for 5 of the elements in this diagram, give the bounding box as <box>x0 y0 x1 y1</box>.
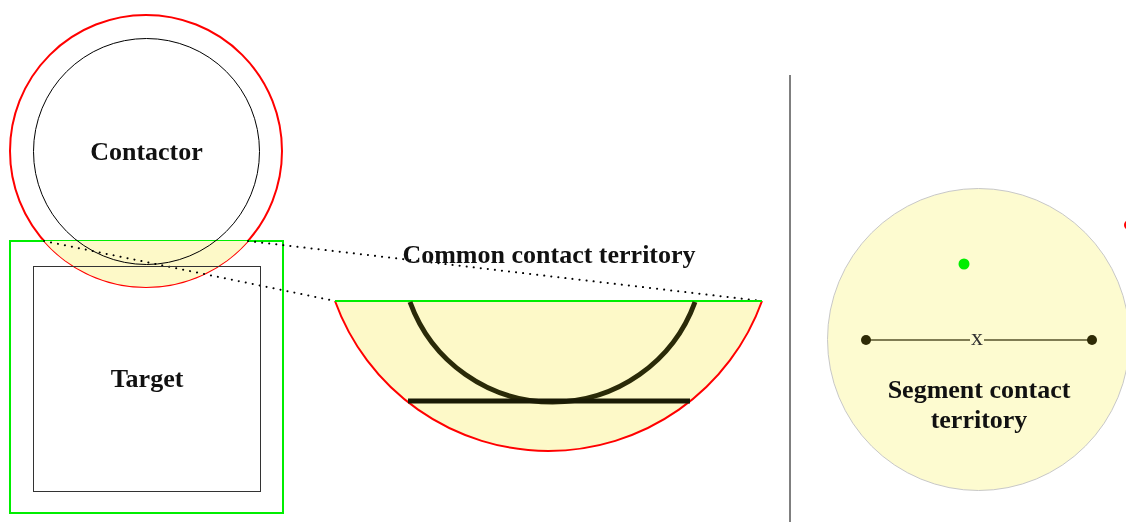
node-label: Contactor <box>90 136 203 167</box>
node-label: Common contact territory <box>401 240 697 270</box>
node-label: Target <box>110 364 184 394</box>
target-box <box>33 266 261 492</box>
node-label: Segment contact territory <box>886 375 1072 435</box>
